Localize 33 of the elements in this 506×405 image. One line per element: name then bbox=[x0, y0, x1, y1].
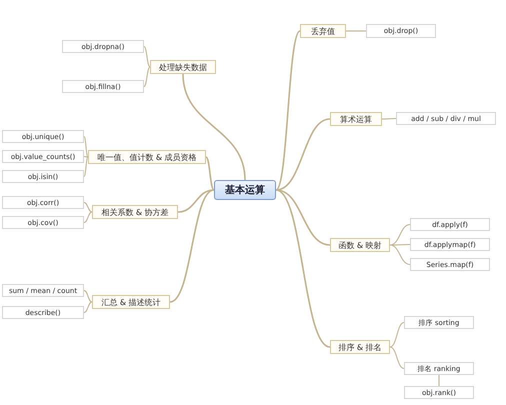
connector-line bbox=[276, 118, 330, 191]
connector-line bbox=[276, 189, 330, 348]
connector-line bbox=[170, 189, 214, 303]
connector-line bbox=[438, 374, 440, 386]
topic-box: 汇总 & 描述统计 bbox=[92, 295, 170, 309]
connector-line bbox=[390, 322, 404, 348]
connector-line bbox=[144, 66, 150, 87]
connector-line bbox=[205, 156, 215, 191]
connector-line bbox=[346, 30, 366, 32]
connector-line bbox=[84, 290, 92, 302]
connector-line bbox=[84, 202, 92, 212]
connector-line bbox=[276, 189, 330, 246]
topic-box: 算术运算 bbox=[330, 112, 382, 126]
connector-line bbox=[390, 224, 410, 246]
connector-line bbox=[390, 244, 410, 246]
topic-box: 函数 & 映射 bbox=[330, 238, 390, 252]
connector-line bbox=[390, 244, 410, 265]
topic-box: 排序 & 排名 bbox=[330, 340, 390, 354]
topic-box: 唯一值、值计数 & 成员资格 bbox=[88, 150, 206, 164]
connector-line bbox=[84, 302, 92, 313]
connector-line bbox=[144, 46, 150, 68]
central-topic: 基本运算 bbox=[214, 180, 276, 200]
connector-line bbox=[84, 136, 88, 158]
connector-line bbox=[275, 30, 301, 191]
connector-line bbox=[182, 74, 246, 180]
topic-box: 处理缺失数据 bbox=[150, 60, 216, 74]
connector-line bbox=[382, 118, 396, 120]
connector-line bbox=[84, 212, 92, 223]
connector-line bbox=[390, 346, 404, 369]
topic-box: 相关系数 & 协方差 bbox=[92, 205, 178, 219]
connector-line bbox=[84, 156, 88, 177]
connector-line bbox=[178, 189, 214, 213]
topic-box: 丢弃值 bbox=[300, 24, 346, 38]
